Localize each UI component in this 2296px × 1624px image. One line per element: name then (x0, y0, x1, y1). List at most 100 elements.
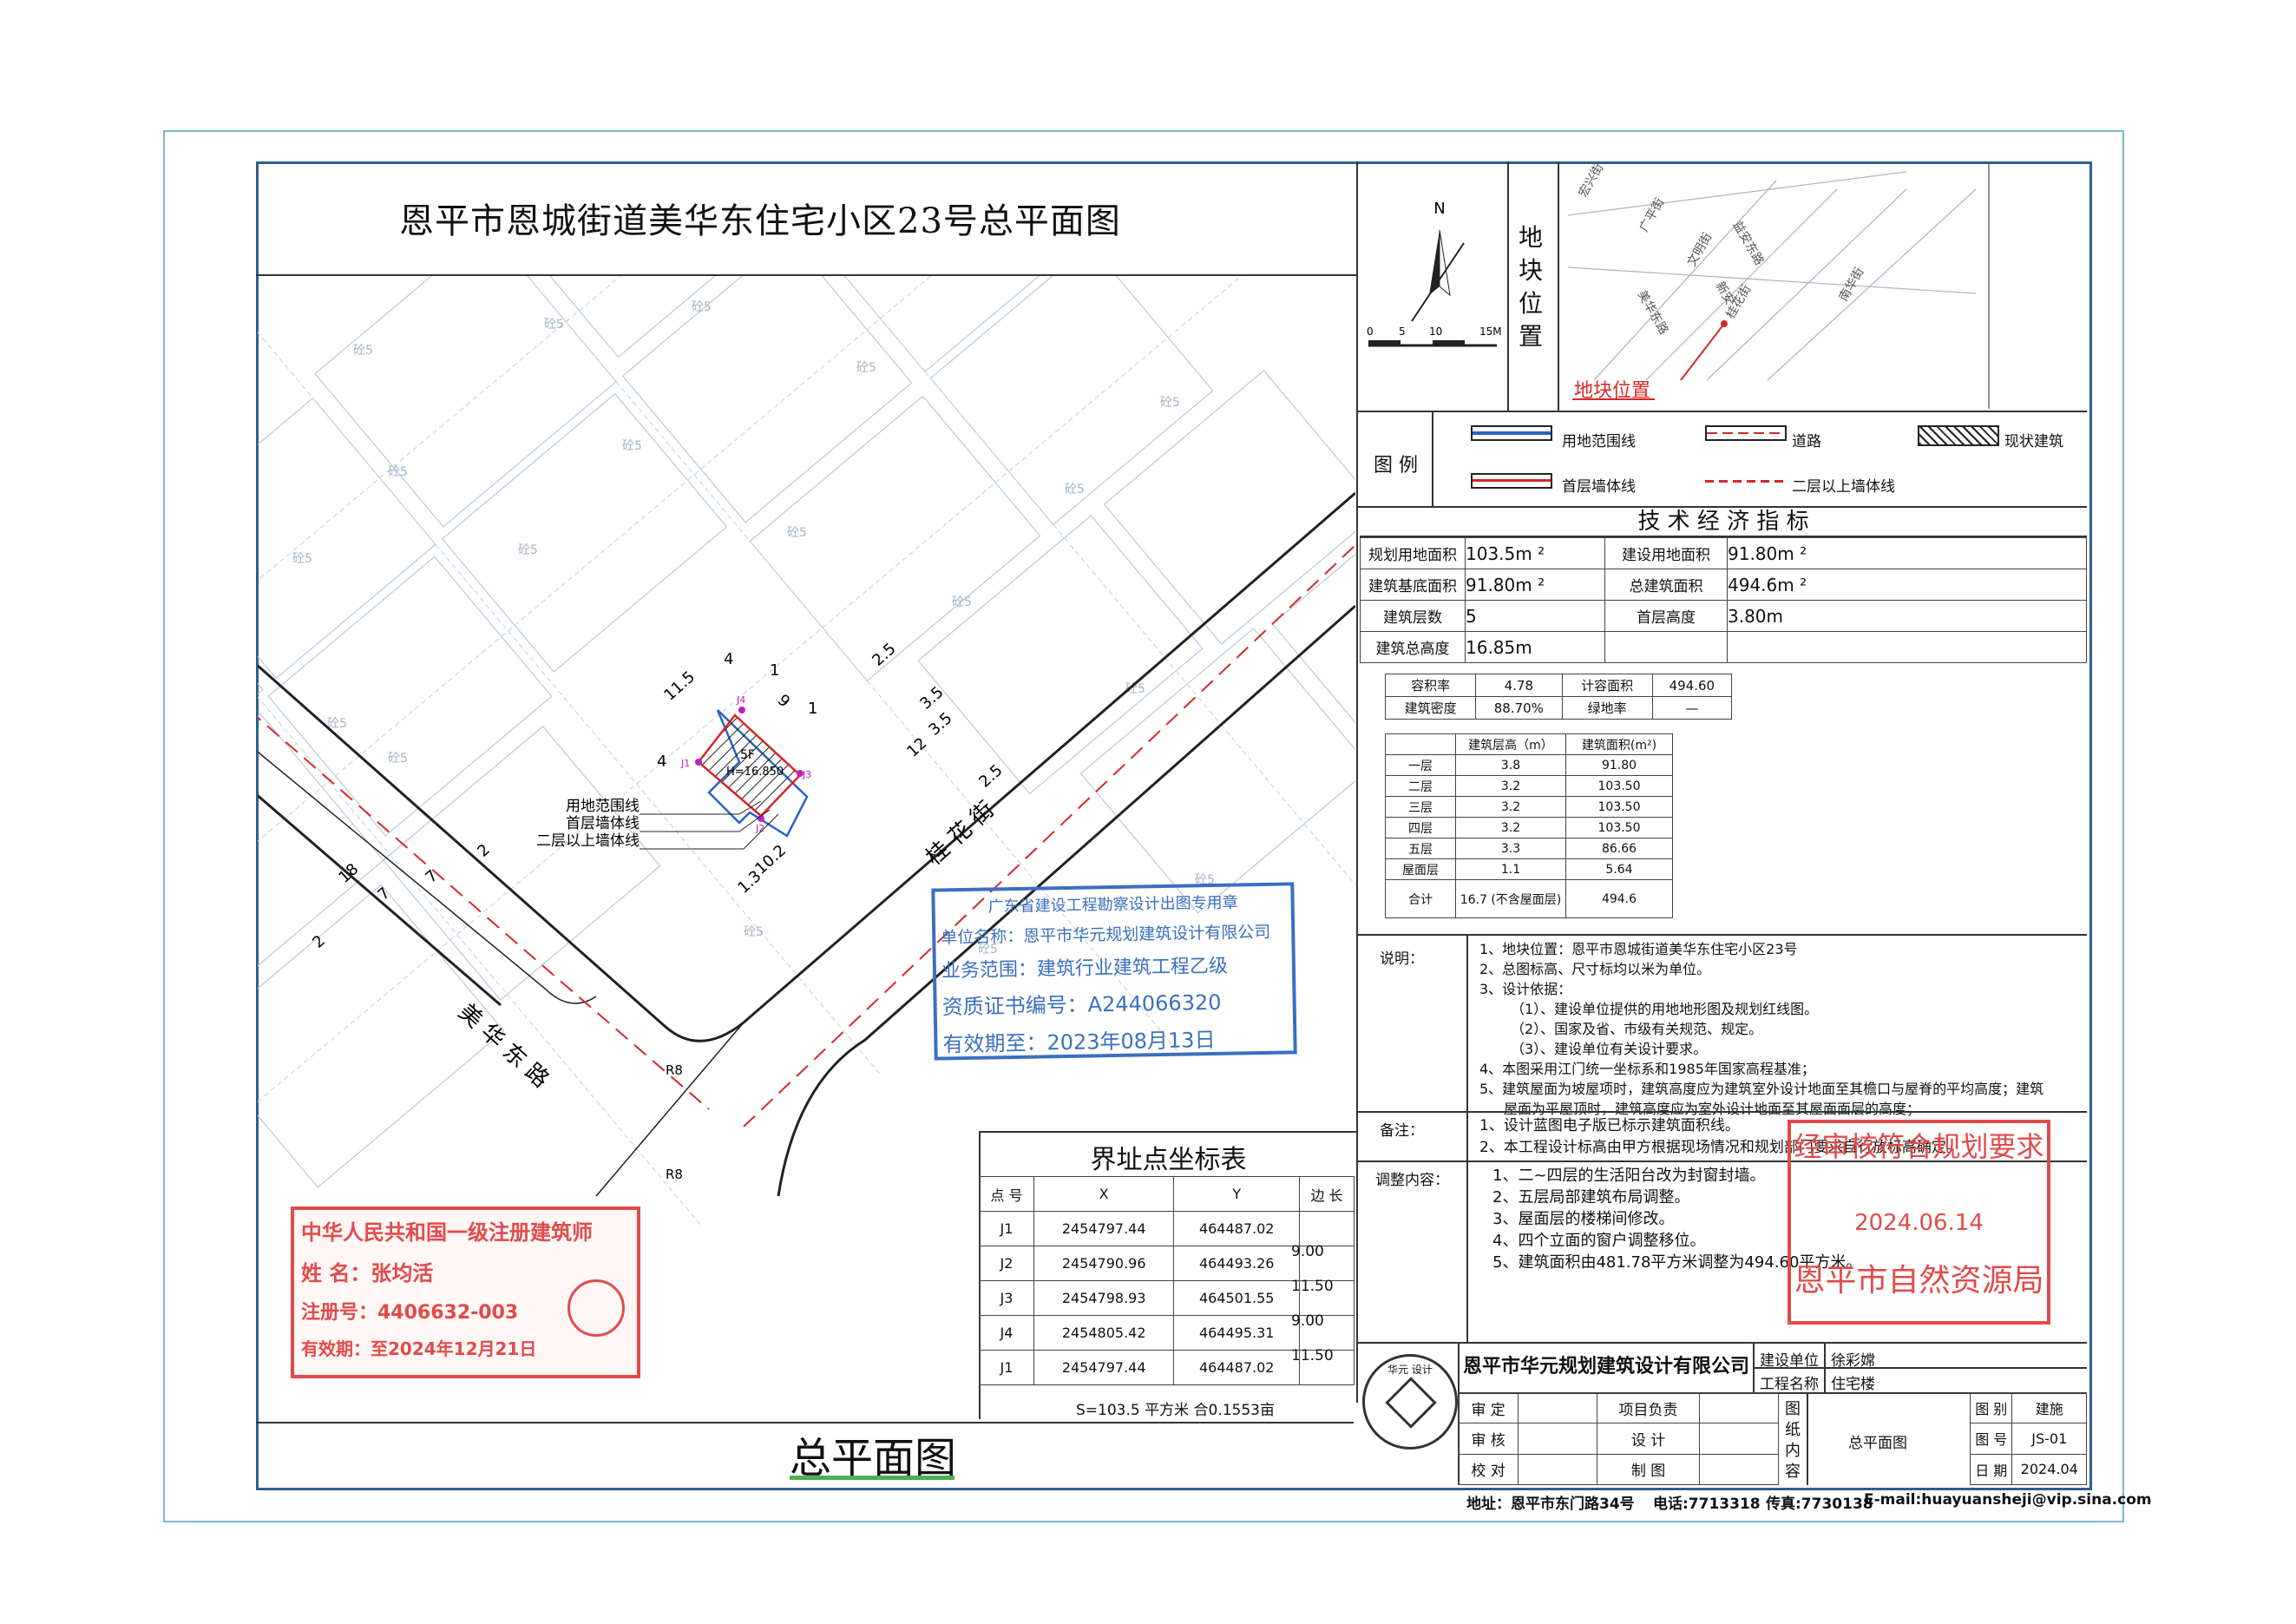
dim-label: 2.5 (869, 640, 899, 670)
note-line: 3、设计依据： (1479, 981, 1572, 997)
dim-label: 1 (808, 700, 817, 718)
table-row: 校 对制 图 (1457, 1453, 1779, 1486)
edge-length: 11.50 (1291, 1347, 1334, 1364)
adjust-label: 调整内容： (1375, 1172, 1449, 1189)
col-header: 点 号 (979, 1176, 1034, 1212)
north-label: N (1433, 200, 1445, 218)
svg-text:宏兴街: 宏兴街 (1577, 163, 1607, 200)
notes-body: 1、地块位置：恩平市恩城街道美华东住宅小区23号 2、总图标高、尺寸标均以米为单… (1479, 939, 2043, 1119)
table-row: 审 核设 计 (1457, 1423, 1779, 1455)
bldg-label: 砼5 (978, 943, 998, 957)
adjust-line: 5、建筑面积由481.78平方米调整为494.60平方米。 (1492, 1253, 1862, 1272)
adjust-line: 2、五层局部建筑布局调整。 (1492, 1188, 1690, 1206)
svg-text:0: 0 (1367, 325, 1374, 338)
remarks-label: 备注： (1380, 1122, 1424, 1140)
company-seal-icon: 华元 设计 (1362, 1354, 1458, 1450)
point-label: J3 (802, 769, 811, 780)
divider (1558, 161, 1559, 411)
titleblock-top (1358, 1342, 2087, 1344)
divider (1432, 412, 1433, 506)
remark-line: 1、设计蓝图电子版已标示建筑面积线。 (1479, 1117, 1740, 1134)
company-name: 恩平市华元规划建筑设计有限公司 (1463, 1356, 1750, 1377)
edge-length: 9.00 (1291, 1243, 1324, 1260)
col-header: Y (1173, 1176, 1301, 1212)
stamp-line: 恩平市自然资源局 (1794, 1263, 2044, 1299)
adjust-line: 3、屋面层的楼梯间修改。 (1492, 1210, 1675, 1228)
project-label: 工程名称 (1760, 1376, 1819, 1393)
bldg-label: 砼5 (952, 595, 972, 609)
leader-label: 首层墙体线 (566, 815, 640, 832)
bldg-label: 砼5 (1160, 396, 1180, 410)
stamp-line: 资质证书编号：A244066320 (941, 990, 1222, 1020)
dim-label: 1 (770, 661, 779, 680)
note-line: 2、总图标高、尺寸标均以米为单位。 (1479, 961, 1711, 977)
dim-label: 2.5 (975, 761, 1006, 792)
divider (1358, 506, 2087, 508)
location-label: 地块位置 (1518, 223, 1543, 351)
project-value: 住宅楼 (1831, 1376, 1875, 1393)
footer-address: 地址：恩平市东门路34号 (1466, 1496, 1635, 1513)
site-map: 砼5 砼5 砼5 砼5 砼5 砼5 砼5 砼5 砼5 砼5 砼5 砼5 砼5 砼… (258, 276, 1355, 1228)
stamp-line: 有效期：至2024年12月21日 (301, 1338, 537, 1359)
svg-text:10: 10 (1429, 325, 1442, 338)
road-label: 美 华 东 路 (453, 999, 554, 1093)
svg-text:文明街: 文明街 (1685, 231, 1715, 269)
bldg-label: 砼5 (353, 344, 373, 358)
bldg-label: 砼5 (388, 752, 408, 766)
dimensions: 4 11.5 4 1 9 1 10.2 1.3 2.5 3.5 3.5 12 2… (309, 640, 1006, 1182)
dim-label: 7 (374, 884, 394, 904)
legend-swatch (1705, 425, 1787, 441)
bldg-label: 砼5 (327, 717, 347, 731)
legend-text: 用地范围线 (1562, 433, 1636, 450)
map-right-divider (1356, 161, 1358, 1403)
point-label: J4 (736, 694, 745, 706)
dim-label: 4 (657, 753, 666, 771)
bldg-label: 砼5 (692, 300, 712, 314)
legend-swatch (1705, 480, 1783, 483)
dim-label: 7 (422, 866, 442, 886)
location-marker: 地块位置 (1574, 380, 1651, 402)
building-labels: 砼5 砼5 砼5 砼5 砼5 砼5 砼5 砼5 砼5 砼5 砼5 砼5 砼5 砼… (292, 300, 1215, 957)
legend-swatch (1918, 425, 1999, 446)
col-header: X (1033, 1176, 1175, 1212)
dim-label: 2 (474, 840, 494, 860)
map-bottom-divider (256, 1422, 1354, 1423)
area-summary: S=103.5 平方米 合0.1553亩 (1076, 1402, 1275, 1419)
stamp-line: 单位名称：恩平市华元规划建筑设计有限公司 (941, 922, 1271, 948)
stamp-line: 有效期至：2023年08月13日 (942, 1027, 1216, 1057)
leader-label: 二层以上墙体线 (536, 832, 640, 850)
adjust-line: 4、四个立面的窗户调整移位。 (1492, 1232, 1706, 1250)
col-header: 边 长 (1299, 1176, 1355, 1212)
bldg-label: 砼5 (744, 925, 764, 939)
dim-label: 12 (903, 734, 930, 761)
north-arrow-icon: N 0 5 10 15M (1367, 200, 1502, 347)
legend-text: 首层墙体线 (1562, 478, 1636, 496)
divider (1358, 934, 2087, 936)
location-map: 宏兴街 广平街 益安东路 文明街 美华东路 新安 桂花街 南华街 (1567, 163, 1990, 409)
road-guihua-street: 桂 花 街 (595, 491, 1355, 1197)
point-label: J2 (755, 823, 764, 834)
bldg-label: 砼5 (518, 543, 538, 557)
road-label: 桂 花 街 (922, 797, 1000, 871)
notes-label: 说明： (1380, 950, 1424, 968)
divider (1753, 1367, 2087, 1369)
table-row: 审 定项目负责 (1457, 1391, 1779, 1424)
note-line: （2）、国家及省、市级有关规范、规定。 (1511, 1021, 1763, 1037)
bldg-label: 砼5 (856, 361, 876, 375)
